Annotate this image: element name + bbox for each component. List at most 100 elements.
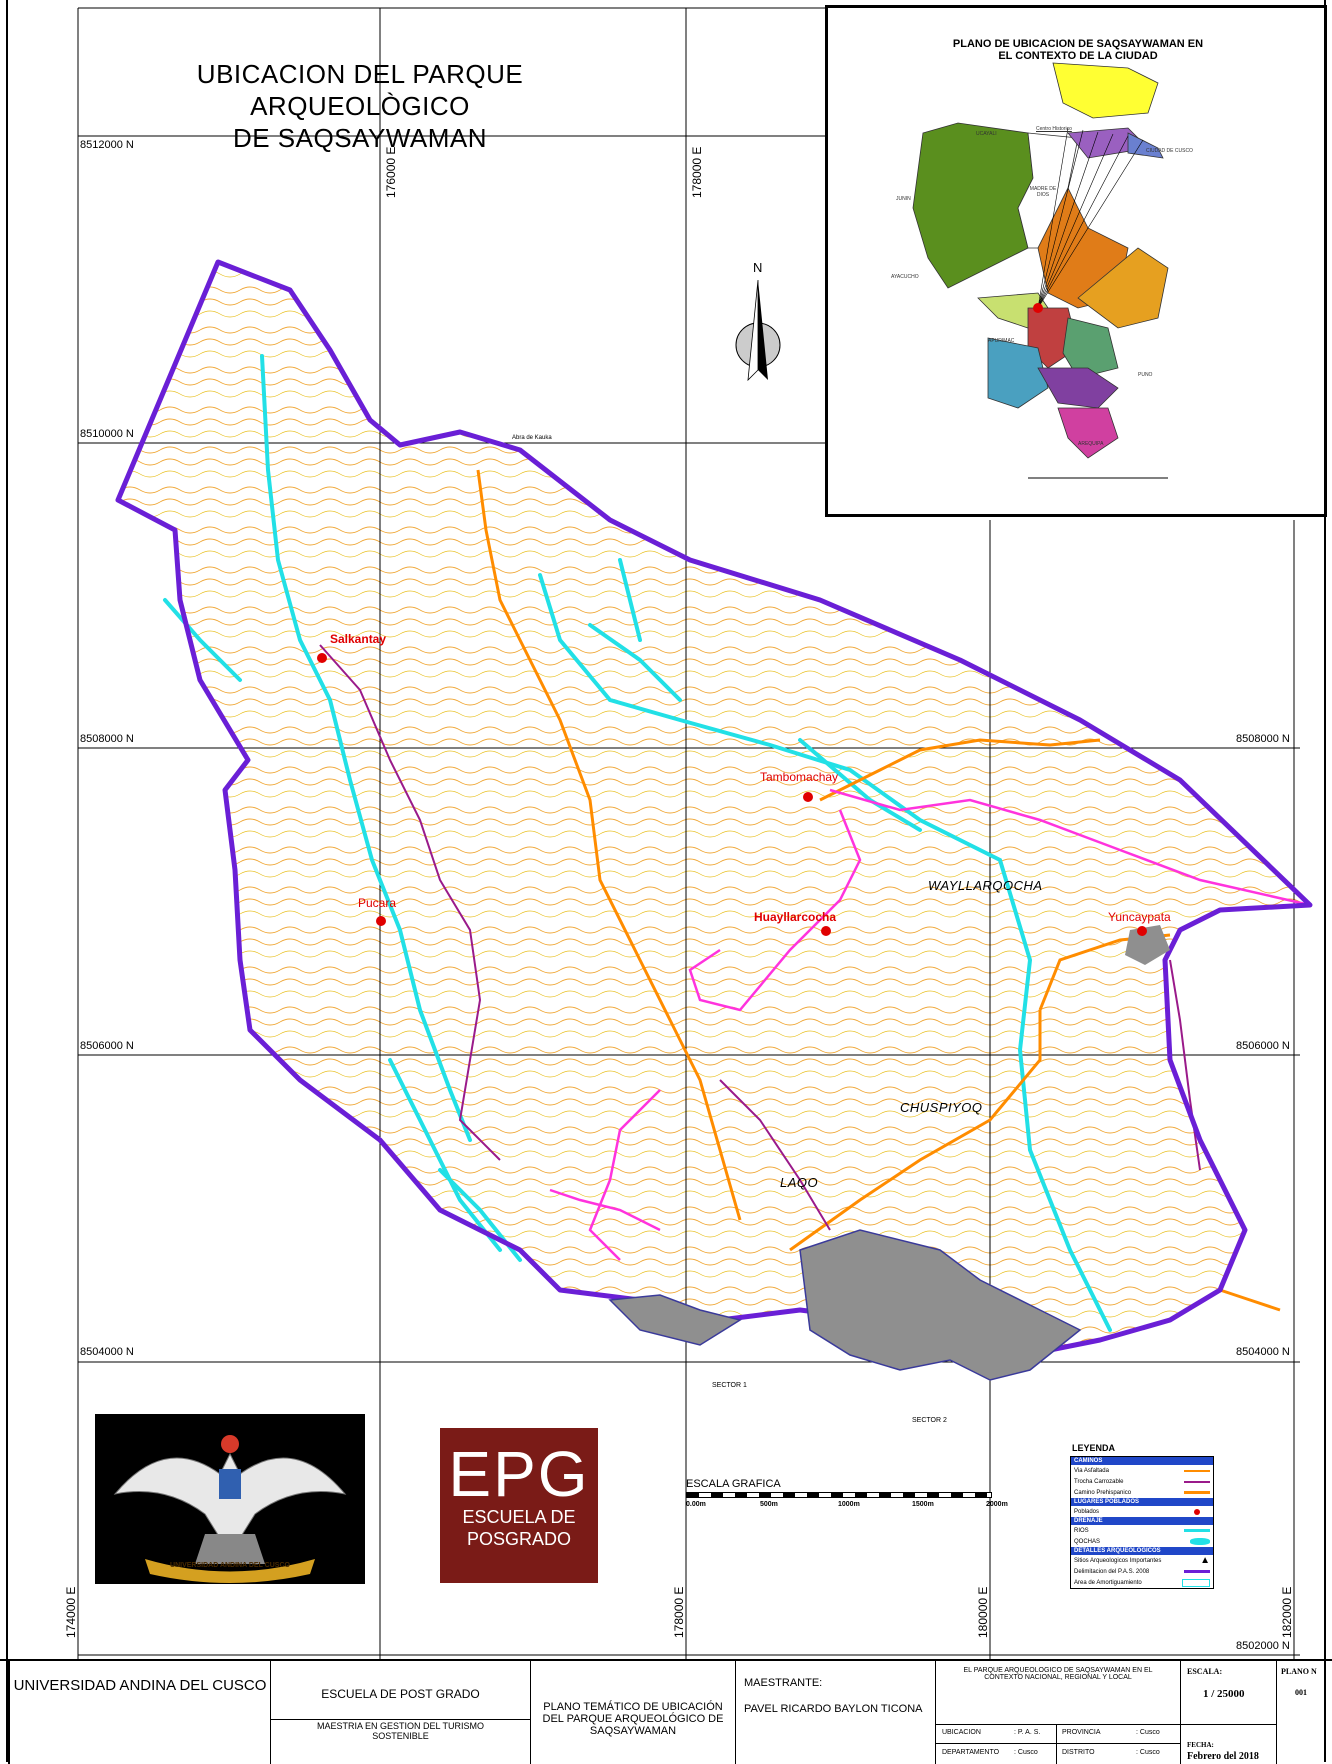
easting-label: 178000 E (690, 146, 704, 198)
northing-label: 8512000 N (80, 139, 134, 151)
river-west (260, 354, 472, 1142)
legend-item: Via Asfaltada (1071, 1465, 1213, 1476)
park-boundary (115, 259, 1313, 1363)
school-cell: ESCUELA DE POST GRADO MAESTRIA EN GESTIO… (270, 1661, 530, 1764)
legend-section-arqueo: DETALLES ARQUEOLOGICOS (1071, 1547, 1213, 1555)
distrito-label: DISTRITO (1062, 1749, 1095, 1756)
road-southeast-tail (1219, 1288, 1281, 1312)
scale-bar (686, 1492, 992, 1498)
legend: CAMINOS Via Asfaltada Trocha Carrozable … (1070, 1456, 1214, 1589)
legend-item-label: Via Asfaltada (1074, 1467, 1109, 1474)
scale-tick: 500m (760, 1501, 778, 1508)
maestrante-label: MAESTRANTE: (744, 1677, 823, 1689)
track-mid (719, 1079, 831, 1231)
legend-item-label: Trocha Carrozable (1074, 1478, 1124, 1485)
inset-label: MADRE DE DIOS (1029, 186, 1057, 198)
scale-tick: 2000m (986, 1501, 1008, 1508)
northing-label: 8502000 N (1236, 1640, 1290, 1652)
university-logo: UNIVERSIDAD ANDINA DEL CUSCO (95, 1414, 365, 1584)
legend-item-label: Area de Amortiguamiento (1074, 1579, 1142, 1586)
legend-item-label: RIOS (1074, 1527, 1089, 1534)
legend-swatch (1184, 1491, 1210, 1494)
easting-label: 180000 E (976, 1586, 990, 1638)
inset-title-line2: EL CONTEXTO DE LA CIUDAD (998, 50, 1158, 62)
inset-label: APURIMAC (988, 338, 1015, 344)
school-name: ESCUELA DE POST GRADO (321, 1687, 480, 1701)
northing-label: 8510000 N (80, 428, 134, 440)
legend-section-caminos: CAMINOS (1071, 1457, 1213, 1465)
legend-item: Trocha Carrozable (1071, 1476, 1213, 1487)
northing-label: 8504000 N (80, 1346, 134, 1358)
ubicacion-value: : P. A. S. (1014, 1729, 1041, 1736)
legend-item: Delimitacion del P.A.S. 2008 (1071, 1566, 1213, 1577)
epg-logo-line1: ESCUELA DE (462, 1507, 576, 1527)
legend-swatch (1184, 1480, 1210, 1483)
river-west-branch (163, 598, 242, 682)
trail-loop (688, 809, 862, 1012)
legend-item-label: Poblados (1074, 1508, 1100, 1515)
legend-swatch (1184, 1529, 1210, 1532)
trail-south (588, 1089, 661, 1261)
inset-label: UCAYALI (976, 131, 997, 137)
northing-label: 8506000 N (80, 1040, 134, 1052)
inset-label: CIUDAD DE CUSCO (1146, 148, 1193, 154)
plano-cell: PLANO N 001 (1276, 1661, 1332, 1764)
river-north (538, 573, 1112, 1332)
northing-label: 8508000 N (1236, 733, 1290, 745)
plano-label: PLANO N (1281, 1667, 1317, 1676)
north-arrow-icon (735, 279, 781, 382)
legend-item-label: Sitios Arqueologicos Importantes (1074, 1557, 1162, 1564)
map-title-line1: UBICACION DEL PARQUE ARQUEOLÒGICO (196, 59, 524, 121)
legend-item-label: QOCHAS (1074, 1538, 1101, 1545)
inset-label: PUNO (1138, 372, 1153, 378)
legend-item: Area de Amortiguamiento (1071, 1577, 1213, 1588)
place-label: Tambomachay (760, 770, 839, 784)
road-south-east (789, 1010, 1042, 1252)
river-east (798, 738, 922, 832)
legend-item: QOCHAS (1071, 1536, 1213, 1547)
legend-swatch (1184, 1469, 1210, 1472)
scale-tick: 1000m (838, 1501, 860, 1508)
inset-title: PLANO DE UBICACION DE SAQSAYWAMAN EN EL … (878, 38, 1278, 62)
departamento-label: DEPARTAMENTO (942, 1749, 1000, 1756)
map-title-line2: DE SAQSAYWAMAN (232, 123, 488, 153)
map-title: UBICACION DEL PARQUE ARQUEOLÒGICO DE SAQ… (100, 58, 620, 154)
easting-label: 176000 E (384, 146, 398, 198)
fecha-value: Febrero del 2018 (1187, 1751, 1259, 1762)
contour-terrain (118, 262, 1310, 1360)
northing-label: 8504000 N (1236, 1346, 1290, 1358)
inset-label: JUNIN (896, 196, 911, 202)
legend-section-drenaje: DRENAJE (1071, 1517, 1213, 1525)
plan-title: PLANO TEMÁTICO DE UBICACIÓN DEL PARQUE A… (530, 1661, 735, 1764)
river-south (388, 1058, 502, 1252)
northing-label: 8508000 N (80, 733, 134, 745)
easting-label: 174000 E (64, 1586, 78, 1638)
maestrante-cell: MAESTRANTE: PAVEL RICARDO BAYLON TICONA (735, 1661, 935, 1764)
legend-swatch (1184, 1570, 1210, 1573)
legend-item: Poblados (1071, 1506, 1213, 1517)
place-label: Huayllarcocha (754, 910, 837, 924)
epg-logo-line2: POSGRADO (466, 1529, 572, 1549)
scale-tick: 0.00m (686, 1501, 706, 1508)
title-block: UNIVERSIDAD ANDINA DEL CUSCO ESCUELA DE … (0, 1659, 1332, 1764)
sector-label: SECTOR 1 (712, 1382, 747, 1389)
road-east (819, 738, 1101, 802)
settlement-icon (1194, 1508, 1200, 1515)
sector-label: WAYLLARQOCHA (928, 878, 1043, 893)
scale-label: ESCALA GRAFICA (686, 1478, 781, 1490)
northing-label: 8506000 N (1236, 1040, 1290, 1052)
north-label: N (753, 260, 763, 275)
legend-swatch (1182, 1578, 1210, 1587)
legend-swatch (1190, 1538, 1210, 1545)
archaeological-site-icon: ▲ (1200, 1555, 1210, 1566)
place-label: Pucara (358, 896, 397, 910)
inset-label: Centro Historico (1036, 126, 1072, 132)
river-branch2 (618, 558, 642, 642)
map-frame (6, 0, 1326, 1762)
maestrante-name: PAVEL RICARDO BAYLON TICONA (744, 1703, 923, 1715)
legend-item-label: Delimitacion del P.A.S. 2008 (1074, 1568, 1150, 1575)
provincia-value: : Cusco (1136, 1729, 1160, 1736)
sector-label: LAQO (780, 1175, 819, 1190)
ubicacion-label: UBICACION (942, 1729, 981, 1736)
sector-label: CHUSPIYOQ (900, 1100, 983, 1115)
